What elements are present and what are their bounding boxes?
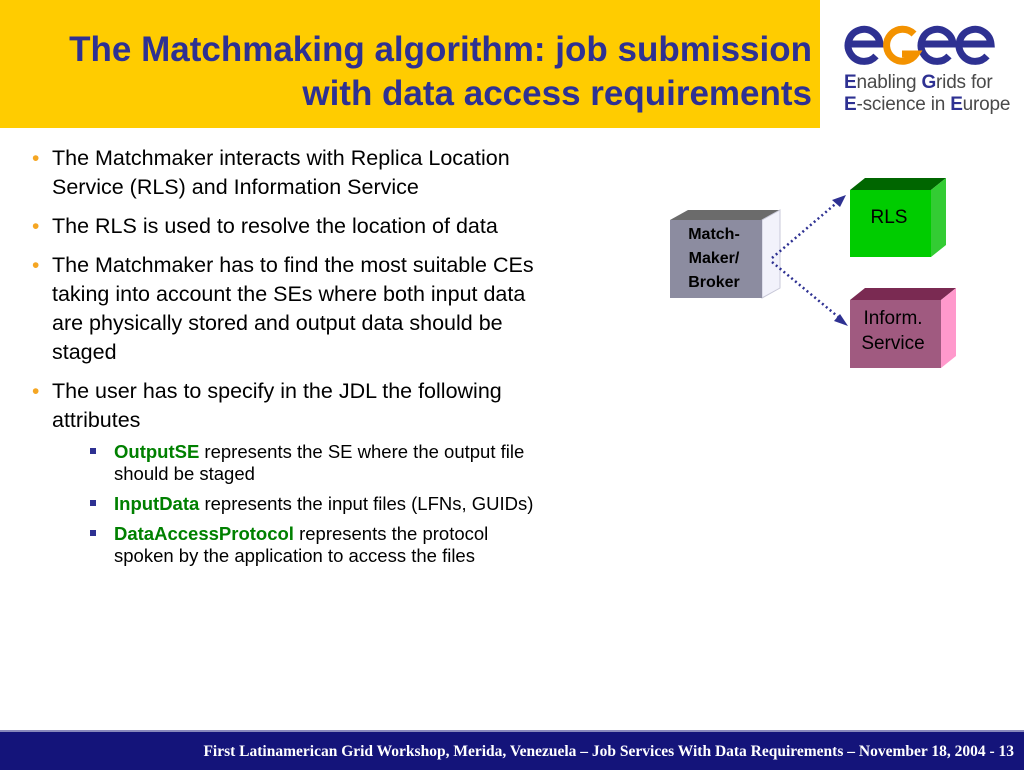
inform-service-box xyxy=(850,288,956,368)
attribute-description: represents the protocol spoken by the ap… xyxy=(114,523,489,566)
attribute-description: represents the SE where the output file … xyxy=(114,441,525,484)
matchmaker-box xyxy=(670,209,781,299)
matchmaker-diagram: Match- Maker/ Broker RLS Inform. Service xyxy=(660,170,980,390)
attribute-list: OutputSE represents the SE where the out… xyxy=(90,441,550,567)
connector-to-inform xyxy=(771,261,843,321)
attribute-item: OutputSE represents the SE where the out… xyxy=(90,441,550,485)
slide-header: The Matchmaking algorithm: job submissio… xyxy=(0,0,820,128)
bullet-dot-icon: • xyxy=(32,380,40,403)
title-line-2: with data access requirements xyxy=(302,74,812,113)
title-line-1: The Matchmaking algorithm: job submissio… xyxy=(69,30,812,69)
footer-text: First Latinamerican Grid Workshop, Merid… xyxy=(203,743,1014,760)
bullet-dot-icon: • xyxy=(32,147,40,170)
bullet-item: • The user has to specify in the JDL the… xyxy=(30,377,550,567)
bullet-item: • The Matchmaker interacts with Replica … xyxy=(30,144,550,202)
rls-label: RLS xyxy=(870,207,908,228)
rls-box xyxy=(850,178,946,257)
slide-footer: First Latinamerican Grid Workshop, Merid… xyxy=(0,730,1024,770)
bullet-list: • The Matchmaker interacts with Replica … xyxy=(30,144,550,577)
bullet-text: The RLS is used to resolve the location … xyxy=(52,214,498,238)
bullet-dot-icon: • xyxy=(32,254,40,277)
logo-tagline-line-2: E-science in Europe xyxy=(844,94,1011,115)
attribute-name: OutputSE xyxy=(114,441,200,462)
attribute-description: represents the input files (LFNs, GUIDs) xyxy=(199,493,534,514)
bullet-item: • The Matchmaker has to find the most su… xyxy=(30,251,550,367)
arrowhead-rls-icon xyxy=(832,195,846,207)
bullet-text: The Matchmaker interacts with Replica Lo… xyxy=(52,146,510,199)
square-bullet-icon xyxy=(90,530,96,536)
attribute-name: DataAccessProtocol xyxy=(114,523,294,544)
egee-logo: Enabling Grids for E-science in Europe xyxy=(820,0,1024,128)
egee-logo-icon xyxy=(844,25,995,65)
square-bullet-icon xyxy=(90,448,96,454)
connector-to-rls xyxy=(771,199,841,259)
bullet-dot-icon: • xyxy=(32,215,40,238)
bullet-text: The user has to specify in the JDL the f… xyxy=(52,379,502,432)
arrowhead-inform-icon xyxy=(834,314,848,326)
square-bullet-icon xyxy=(90,500,96,506)
attribute-item: InputData represents the input files (LF… xyxy=(90,493,550,515)
attribute-name: InputData xyxy=(114,493,200,514)
diagram-shapes xyxy=(670,178,956,368)
bullet-text: The Matchmaker has to find the most suit… xyxy=(52,253,534,364)
matchmaker-label: Match- Maker/ Broker xyxy=(688,226,740,291)
bullet-item: • The RLS is used to resolve the locatio… xyxy=(30,212,550,241)
attribute-item: DataAccessProtocol represents the protoc… xyxy=(90,523,550,567)
inform-service-label: Inform. Service xyxy=(861,308,925,354)
logo-tagline-line-1: Enabling Grids for xyxy=(844,72,993,93)
slide-title: The Matchmaking algorithm: job submissio… xyxy=(69,28,812,116)
